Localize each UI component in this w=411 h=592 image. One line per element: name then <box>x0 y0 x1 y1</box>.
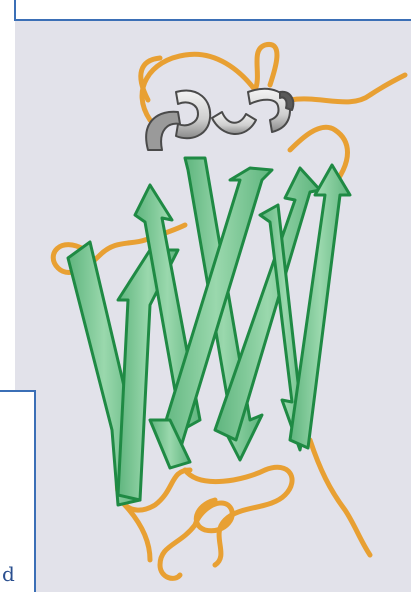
loop-bottom-right <box>310 440 370 555</box>
loop-right-tail <box>290 75 405 102</box>
loop-left-mid <box>53 240 145 272</box>
beta-strands <box>68 158 350 505</box>
alpha-helix <box>146 89 293 150</box>
loop-bottom-tail <box>160 525 195 578</box>
callout-text: d <box>2 562 15 586</box>
helix-turn-1 <box>176 91 210 139</box>
helix-turn-2 <box>212 112 256 134</box>
